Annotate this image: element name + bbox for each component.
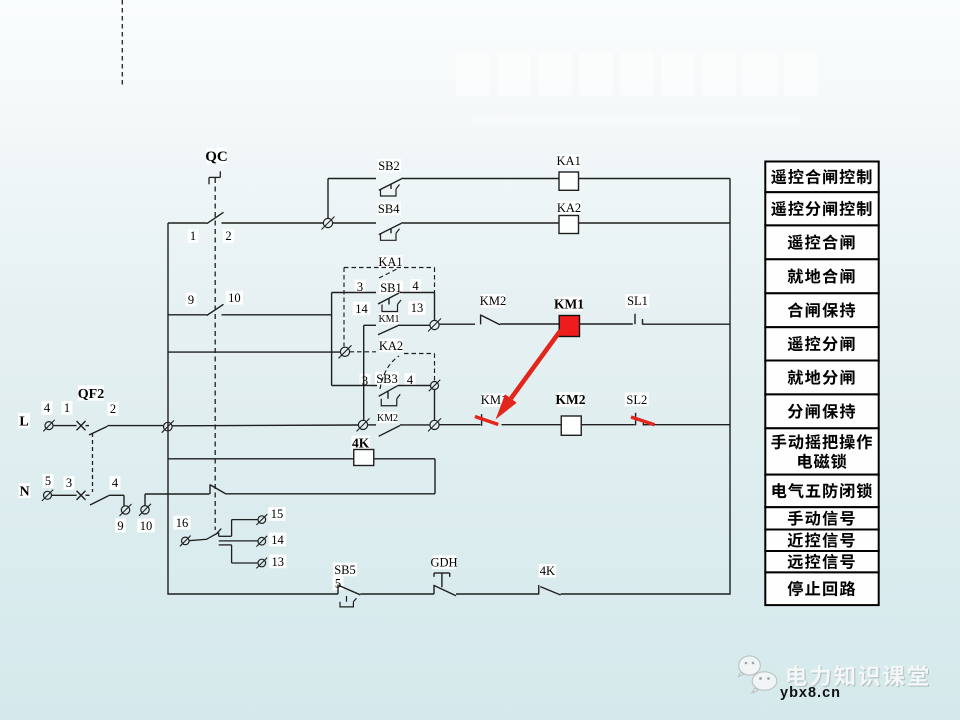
svg-text:KM1: KM1 [481, 393, 507, 407]
svg-text:SL1: SL1 [627, 294, 648, 308]
svg-text:16: 16 [176, 516, 189, 530]
svg-text:9: 9 [117, 519, 123, 533]
svg-text:5: 5 [45, 474, 51, 488]
svg-text:KM2: KM2 [377, 413, 398, 424]
svg-text:4: 4 [112, 476, 119, 490]
svg-text:SB3: SB3 [376, 372, 398, 386]
svg-text:14: 14 [355, 302, 368, 316]
svg-text:1: 1 [64, 401, 70, 415]
svg-text:SL2: SL2 [626, 393, 647, 407]
svg-text:13: 13 [272, 555, 285, 569]
svg-text:2: 2 [225, 229, 231, 243]
svg-text:L: L [19, 414, 28, 429]
svg-text:14: 14 [271, 533, 284, 547]
svg-text:KM2: KM2 [556, 392, 586, 407]
svg-text:GDH: GDH [430, 556, 457, 570]
svg-text:4: 4 [407, 373, 414, 387]
svg-text:KA2: KA2 [557, 201, 581, 215]
svg-text:10: 10 [228, 291, 241, 305]
svg-text:3: 3 [362, 374, 368, 388]
svg-text:15: 15 [271, 507, 284, 521]
svg-text:KM1: KM1 [378, 314, 399, 325]
svg-text:13: 13 [411, 301, 424, 315]
svg-text:4K: 4K [352, 436, 370, 451]
svg-text:KM2: KM2 [480, 294, 506, 308]
svg-text:5: 5 [335, 577, 341, 591]
svg-text:KA1: KA1 [378, 255, 402, 269]
svg-text:KM1: KM1 [554, 297, 584, 312]
svg-text:KA1: KA1 [557, 154, 581, 168]
svg-text:1: 1 [190, 229, 196, 243]
svg-text:QC: QC [205, 149, 228, 165]
svg-text:3: 3 [66, 476, 72, 490]
svg-text:4: 4 [44, 401, 51, 415]
svg-text:SB2: SB2 [378, 159, 400, 173]
svg-text:SB5: SB5 [334, 563, 356, 577]
svg-text:4K: 4K [540, 564, 555, 578]
svg-text:10: 10 [140, 519, 153, 533]
svg-text:9: 9 [188, 293, 194, 307]
svg-text:QF2: QF2 [78, 387, 104, 402]
svg-text:SB1: SB1 [380, 281, 402, 295]
svg-text:KA2: KA2 [379, 339, 403, 353]
svg-text:2: 2 [110, 402, 116, 416]
svg-text:N: N [19, 484, 29, 499]
svg-text:SB4: SB4 [378, 202, 400, 216]
svg-text:ybx8.cn: ybx8.cn [780, 685, 841, 701]
svg-text:3: 3 [357, 280, 363, 294]
svg-text:4: 4 [412, 279, 419, 293]
